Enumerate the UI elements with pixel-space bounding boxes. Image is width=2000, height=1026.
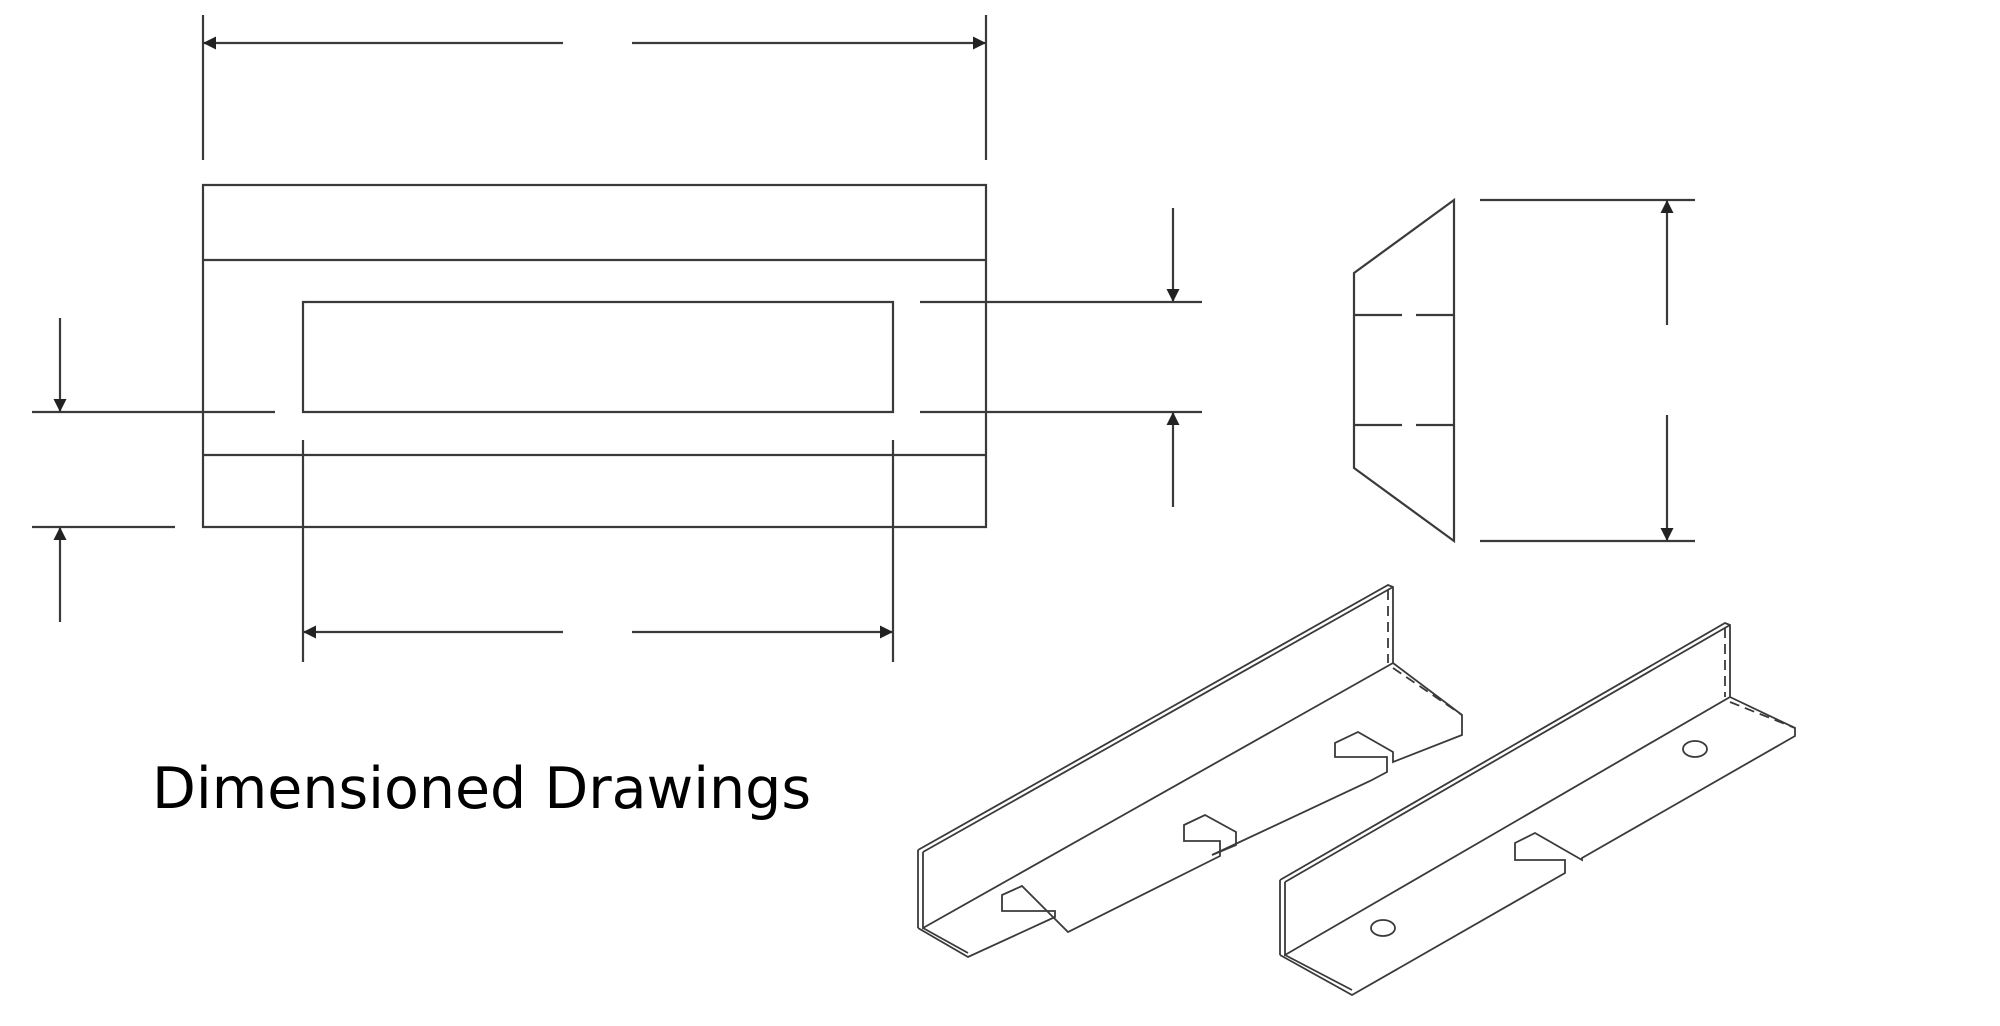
dimension-slot-width [303,440,893,662]
base-outline [1280,697,1795,995]
flange-top-inner [923,587,1393,852]
base-thickness [1285,955,1352,990]
dimension-overall-width [203,15,986,160]
front-view [203,185,986,527]
outer-body [203,185,986,527]
dimension-side-height [1480,200,1695,541]
isometric-bracket-slotted [918,585,1462,957]
isometric-bracket-holes [1280,623,1795,995]
base-bend-hidden [1730,702,1795,728]
base-bend-hidden [1393,668,1462,715]
dimension-lower-band-height [32,318,275,622]
center-slot [303,302,893,412]
dimension-slot-height [920,208,1202,507]
flange-outline [918,585,1393,928]
drawing-caption: Dimensioned Drawings [152,756,812,822]
flange-outline [1280,623,1730,955]
mounting-hole-left [1371,920,1395,936]
side-view [1354,200,1454,541]
flange-top-inner [1285,625,1730,882]
side-profile [1354,200,1454,541]
base-thickness [923,928,968,953]
mounting-hole-right [1683,741,1707,757]
base-outline [918,663,1462,957]
